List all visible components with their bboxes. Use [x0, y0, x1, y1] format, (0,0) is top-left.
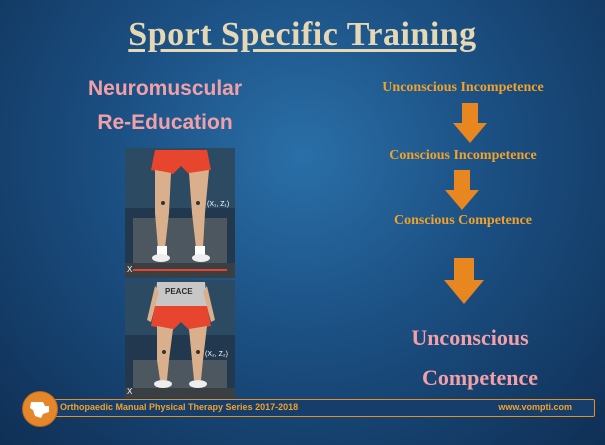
photo-bottom-marker: (X₂, Z₂): [205, 351, 228, 358]
final-stage: Unconscious Competence: [360, 318, 580, 398]
footer-bar: Orthopaedic Manual Physical Therapy Seri…: [45, 399, 595, 417]
stage-unconscious-incompetence: Unconscious Incompetence: [382, 80, 544, 95]
photo-top-axis: X: [127, 265, 133, 274]
arrow-down-icon: [445, 170, 479, 210]
jump-photo-top: (X₁, Z₁) X: [125, 148, 235, 278]
jump-photo-bottom: PEACE (X₂, Z₂) X: [125, 280, 235, 398]
footer-series: Orthopaedic Manual Physical Therapy Seri…: [60, 402, 299, 412]
arrow-down-icon: [444, 258, 484, 304]
arrow-down-icon: [453, 103, 487, 143]
footer-url[interactable]: www.vompti.com: [498, 402, 572, 412]
left-heading: Neuromuscular Re-Education: [70, 72, 260, 140]
photo-bottom-axis: X: [127, 387, 133, 396]
stage-conscious-incompetence: Conscious Incompetence: [389, 148, 537, 163]
vompti-logo-icon: [22, 391, 58, 427]
final-stage-line1: Unconscious: [411, 325, 529, 350]
slide-title: Sport Specific Training: [128, 16, 477, 53]
final-stage-line2: Competence: [421, 365, 539, 390]
stage-conscious-competence: Conscious Competence: [393, 213, 533, 228]
left-heading-line2: Re-Education: [97, 111, 233, 134]
photo-top-marker: (X₁, Z₁): [207, 201, 229, 208]
left-heading-line1: Neuromuscular: [87, 77, 243, 100]
shirt-text: PEACE: [165, 287, 193, 296]
